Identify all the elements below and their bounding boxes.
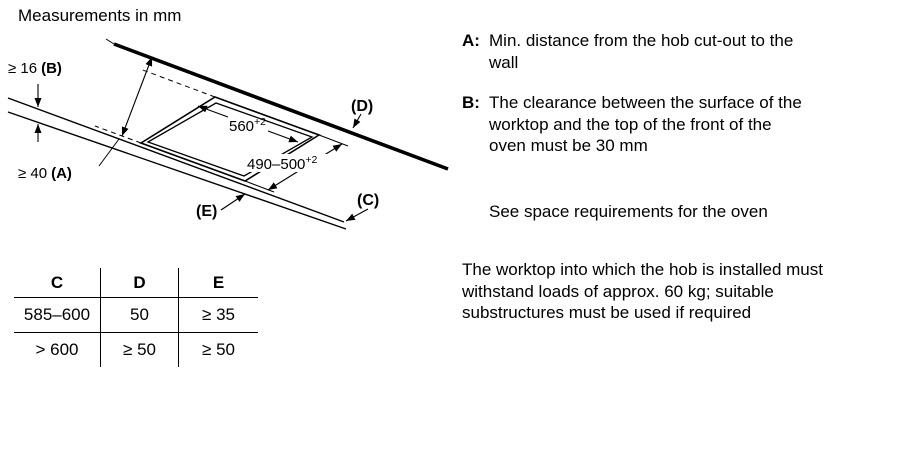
- note-see-space-requirements: See space requirements for the oven: [489, 202, 768, 221]
- note-b: B: The clearance between the surface of …: [462, 92, 810, 157]
- worktop-front-edge-bottom: [7, 111, 347, 230]
- hob-installation-diagram: ≥ 40(A) ≥ 16(B) 560+2 490–500+2 (D) (C) …: [7, 38, 449, 230]
- ref-d-label: (D): [351, 98, 373, 115]
- dim-b-label: ≥ 16(B): [8, 60, 62, 77]
- dim-a-arrow: [121, 56, 153, 137]
- page-title: Measurements in mm: [18, 6, 182, 25]
- wall-line: [113, 42, 449, 171]
- dim-560-arrow-right: [267, 130, 299, 143]
- ref-c-arrow: [345, 208, 369, 222]
- dim-490-label-halo: [243, 154, 343, 172]
- notes-column: A: Min. distance from the hob cut-out to…: [462, 0, 882, 450]
- cde-dimension-table: C D E 585–600 50 ≥ 35 > 600 ≥ 50 ≥ 50: [14, 268, 258, 367]
- note-b-text: The clearance between the surface of the…: [489, 93, 802, 155]
- table-cell: > 600: [35, 340, 79, 359]
- wall-end-tick: [105, 38, 115, 45]
- table-cell: ≥ 50: [100, 333, 178, 367]
- note-b-key: B:: [462, 93, 480, 112]
- hob-cutout-inner: [146, 102, 314, 177]
- ref-c-label: (C): [357, 192, 379, 209]
- note-a-key: A:: [462, 31, 480, 50]
- ref-e-label: (E): [196, 203, 217, 220]
- table-cell: ≥ 50: [178, 333, 258, 367]
- dim-560-label: 560+2: [229, 116, 266, 135]
- dim-a-label: ≥ 40(A): [18, 165, 72, 182]
- table-cell: 50: [100, 298, 178, 333]
- table-header-e: E: [178, 268, 258, 298]
- cutout-extension-dashed-back: [139, 68, 216, 98]
- table-cell: ≥ 35: [178, 298, 258, 333]
- ref-e-arrow: [220, 193, 246, 211]
- dim-560-arrow-left: [197, 105, 229, 118]
- cutout-extension-dashed-front: [94, 125, 142, 144]
- worktop-front-edge-top: [7, 97, 345, 223]
- note-a-text: Min. distance from the hob cut-out to th…: [489, 31, 794, 72]
- dim-490-label: 490–500+2: [247, 154, 318, 173]
- dim-a-leader: [98, 138, 120, 167]
- table-cell: 585–600: [14, 298, 100, 333]
- note-a: A: Min. distance from the hob cut-out to…: [462, 30, 810, 73]
- dim-490-ext-bottom: [244, 180, 275, 193]
- table-header-d: D: [100, 268, 178, 298]
- ref-d-arrow: [352, 113, 362, 129]
- table-header-c: C: [14, 268, 100, 298]
- dim-490-ext-top: [318, 134, 349, 147]
- note-worktop-load: The worktop into which the hob is instal…: [462, 260, 823, 322]
